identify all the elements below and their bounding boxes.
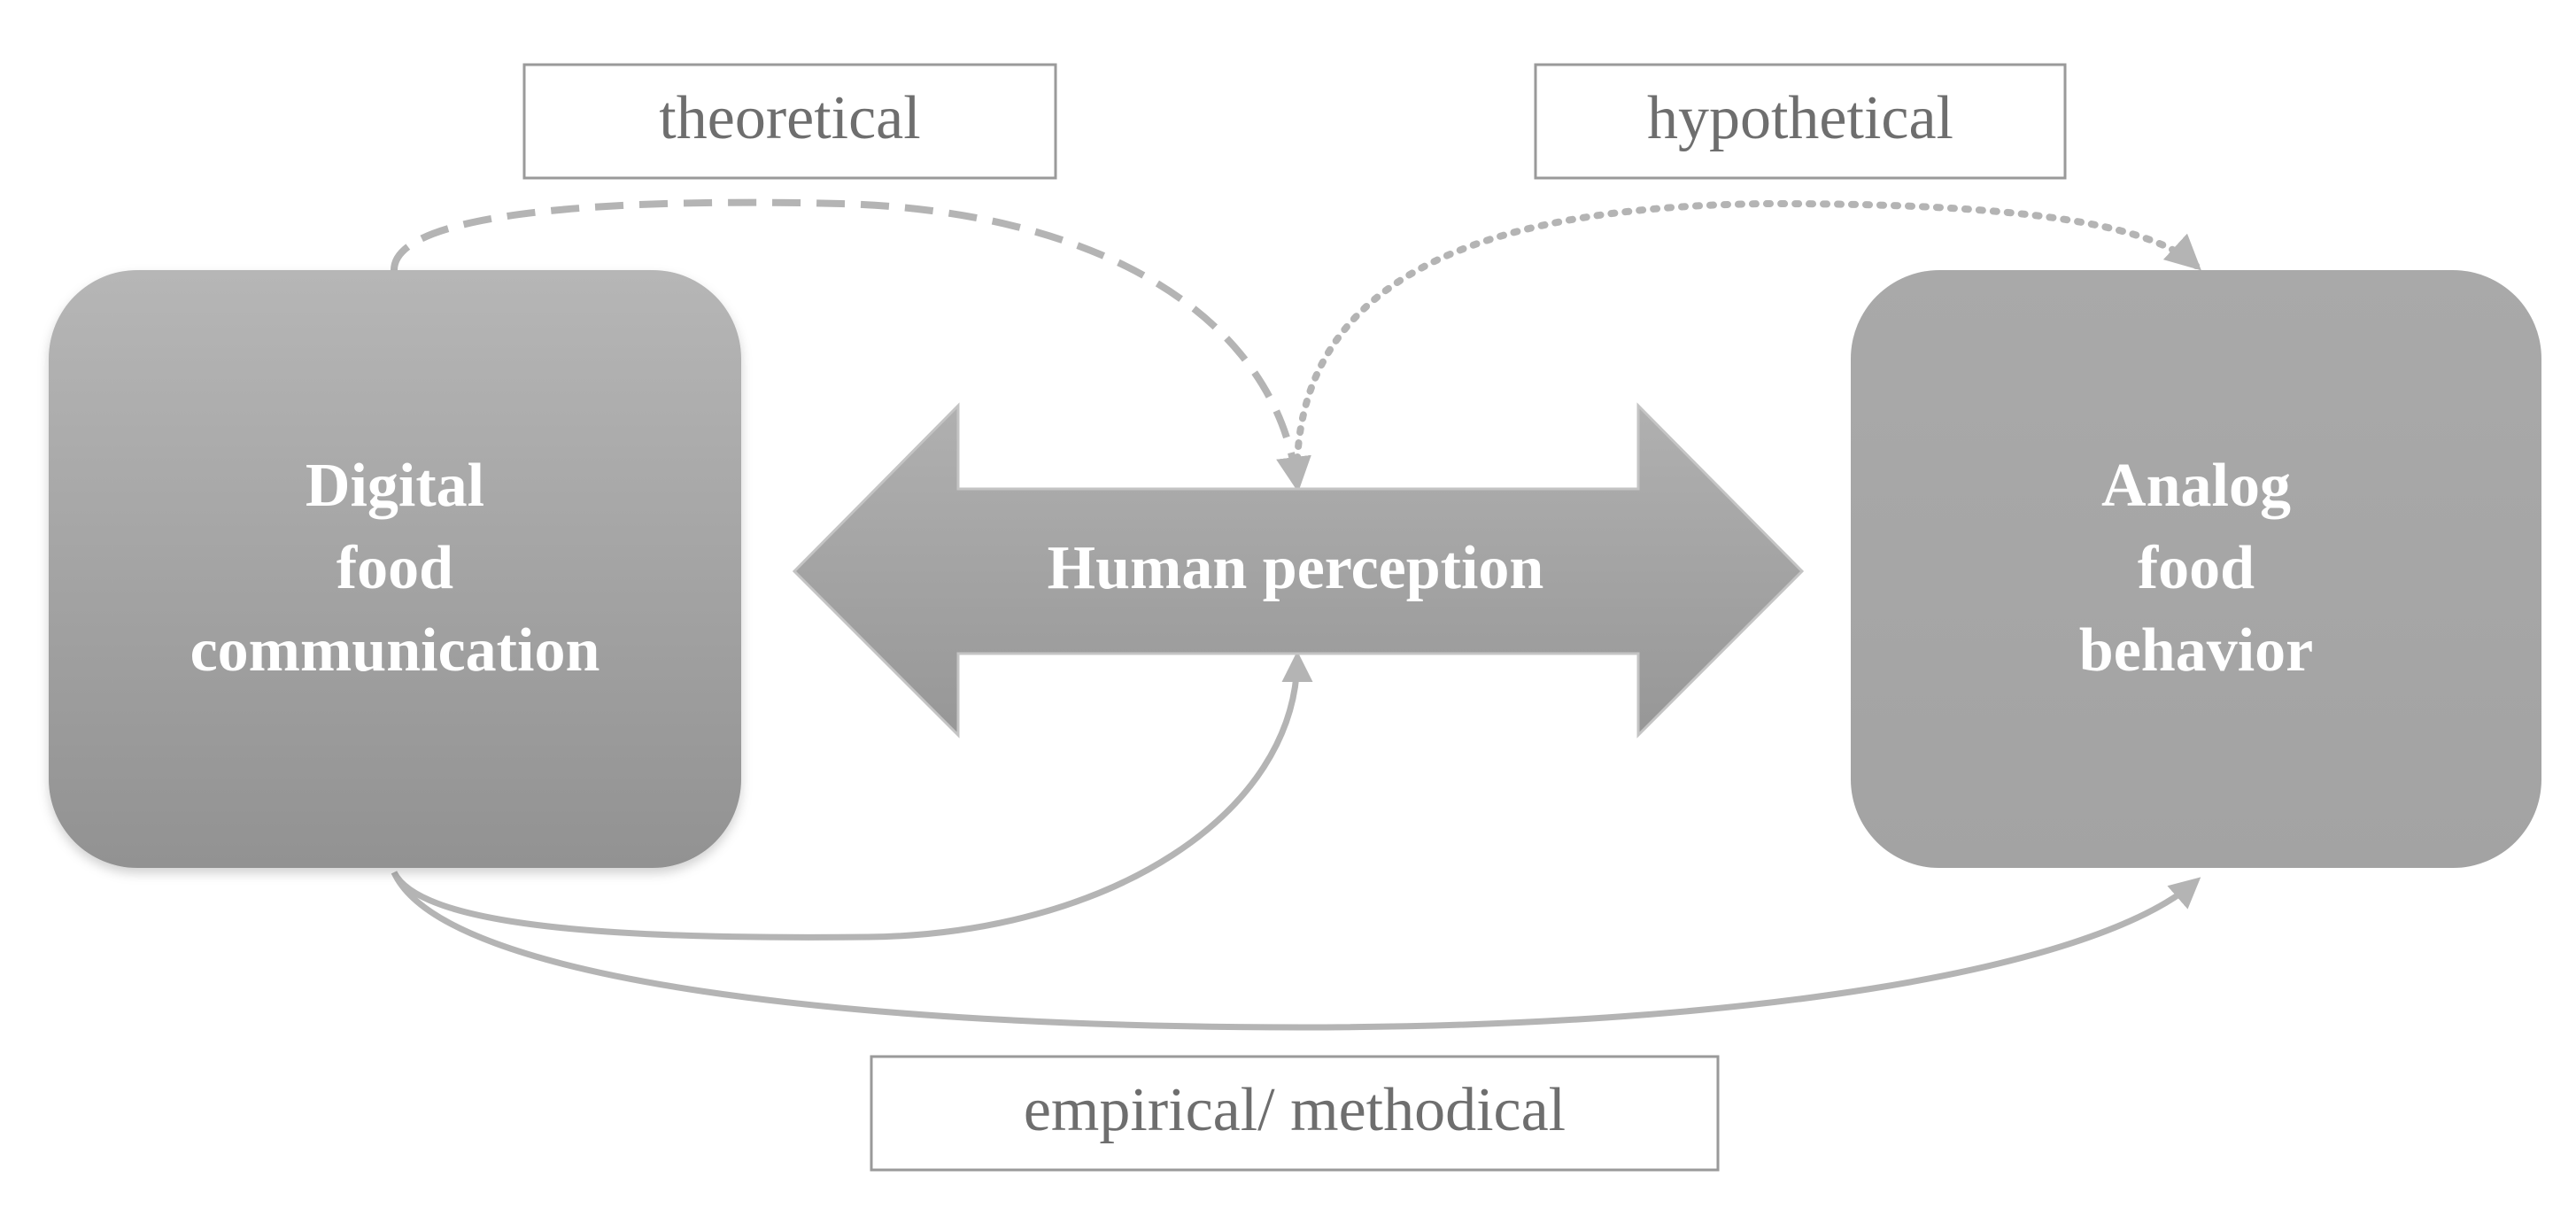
hypothetical-label: hypothetical	[1647, 84, 1953, 152]
empirical-to-behavior-connector	[391, 871, 2201, 1031]
hypothetical-connector	[1294, 199, 2201, 464]
digital-food-communication-node: Digital food communication	[49, 270, 741, 868]
node-line-behavior: behavior	[2079, 616, 2313, 685]
node-line-food: food	[337, 534, 453, 602]
theoretical-connector	[391, 198, 1311, 492]
human-perception-label: Human perception	[1048, 534, 1544, 602]
empirical-to-perception-connector	[391, 651, 1313, 941]
empirical-label: empirical/ methodical	[1024, 1076, 1566, 1144]
theoretical-label: theoretical	[659, 84, 920, 152]
node-line-digital: Digital	[306, 452, 484, 520]
empirical-label-box: empirical/ methodical	[870, 1055, 1720, 1172]
node-line-food-right: food	[2138, 534, 2255, 602]
node-line-analog: Analog	[2101, 452, 2291, 520]
theoretical-label-box: theoretical	[522, 63, 1057, 180]
analog-food-behavior-node: Analog food behavior	[1851, 270, 2541, 868]
human-perception-arrow: Human perception	[792, 402, 1805, 739]
hypothetical-label-box: hypothetical	[1534, 63, 2067, 180]
node-line-communication: communication	[190, 616, 600, 685]
